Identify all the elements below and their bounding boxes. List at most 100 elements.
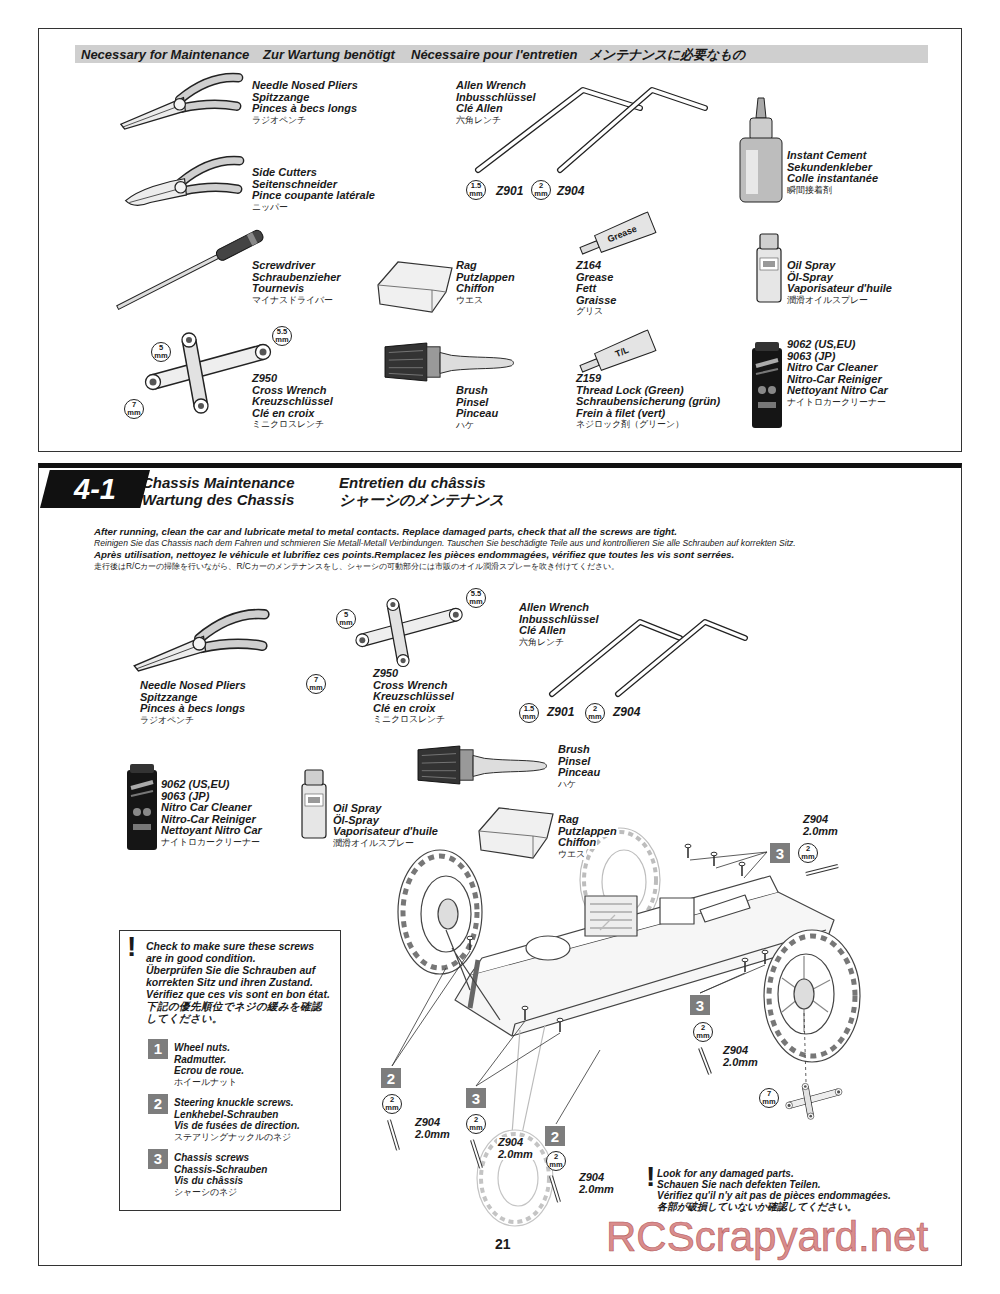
note-text: Look for any damaged parts. — [656, 1168, 795, 1179]
allen-bits — [472, 1140, 481, 1168]
node-text: Vis du châssis — [174, 1175, 332, 1187]
part-label: Needle Nosed Pliers — [139, 680, 247, 692]
tool-drawings — [247, 232, 258, 245]
tool-drawings — [385, 343, 513, 381]
part-label: 9063 (JP) — [160, 791, 210, 803]
part-label: Chiffon — [455, 283, 495, 295]
part-label: ラジオペンチ — [251, 115, 307, 127]
part-label: 2.0mm — [722, 1057, 759, 1069]
tool-drawings — [378, 262, 452, 312]
node-text: 下記の優先順位でネジの緩みを確認してください。 — [146, 1000, 332, 1024]
callout-number: 2 — [545, 1126, 565, 1146]
part-label: Clé Allen — [518, 625, 567, 637]
part-label: Seitenschneider — [251, 179, 338, 191]
part-label: Graisse — [575, 295, 617, 307]
part-code: Z904 — [612, 705, 641, 719]
part-label: Vaporisateur d'huile — [332, 826, 439, 838]
node-text: ホイールナット — [174, 1077, 332, 1089]
truck-illustration — [778, 954, 834, 1034]
tool-drawings — [580, 359, 599, 372]
truck-illustration — [398, 850, 482, 974]
part-label: グリス — [575, 306, 604, 318]
part-label: Putzlappen — [455, 272, 516, 284]
size-badge: 2 mm — [693, 1022, 713, 1042]
part-label: ミニクロスレンチ — [372, 714, 446, 726]
part-label: マイナスドライバー — [251, 295, 334, 307]
part-label: Pinceau — [557, 767, 601, 779]
part-label: Z904 — [802, 814, 829, 826]
part-label: Needle Nosed Pliers — [251, 80, 359, 92]
part-label: Putzlappen — [557, 826, 618, 838]
part-label: Thread Lock (Green) — [575, 385, 685, 397]
priority-number: 3 — [148, 1149, 168, 1169]
part-label: Spitzzange — [251, 92, 310, 104]
part-label: 2.0mm — [802, 826, 839, 838]
callout-number: 2 — [381, 1068, 401, 1088]
size-badge: 5.5 mm — [466, 588, 486, 608]
truck-illustration — [403, 856, 477, 968]
truck-illustration — [481, 1134, 549, 1222]
part-label: Pinces à becs longs — [139, 703, 246, 715]
part-label: Nitro-Car Reiniger — [786, 374, 883, 386]
allen-bits — [806, 866, 838, 874]
allen-bits — [389, 866, 838, 1202]
node-text: Steering knuckle screws. — [174, 1097, 332, 1109]
leader-lines — [690, 852, 767, 878]
leader-lines — [556, 1050, 600, 1124]
part-label: Z159 — [575, 373, 602, 385]
node-text: ステアリングナックルのネジ — [174, 1132, 332, 1144]
leader-lines — [476, 1021, 560, 1086]
tool-drawings — [121, 77, 239, 129]
part-label: Z164 — [575, 260, 602, 272]
note-text: Schauen Sie nach defekten Teilen. — [656, 1179, 822, 1190]
part-label: Vaporisateur d'huile — [786, 283, 893, 295]
node-text: Wheel nuts. — [174, 1042, 332, 1054]
node-text: Chassis Maintenance — [142, 474, 295, 491]
tool-drawings — [478, 90, 640, 170]
warning-mark: ! — [645, 1162, 656, 1192]
part-code: Z901 — [546, 705, 575, 719]
part-label: Z904 — [414, 1117, 441, 1129]
part-label: Z904 — [578, 1172, 605, 1184]
size-badge: 2 mm — [466, 1114, 486, 1134]
part-label: Clé en croix — [251, 408, 315, 420]
tool-drawings — [115, 229, 265, 313]
node-text: 1 — [148, 1039, 168, 1059]
part-label: 瞬間接着剤 — [786, 185, 833, 197]
truck-illustration — [398, 828, 860, 1226]
part-label: Cross Wrench — [372, 680, 448, 692]
truck-illustration — [585, 896, 637, 936]
part-label: Screwdriver — [251, 260, 316, 272]
tool-drawings — [594, 212, 656, 254]
truck-illustration — [477, 1130, 553, 1226]
part-label: Z904 — [497, 1137, 524, 1149]
part-label: ナイトロカークリーナー — [160, 837, 261, 849]
truck-illustration — [477, 1130, 553, 1226]
part-label: Tournevis — [251, 283, 305, 295]
size-badge: 7 mm — [306, 674, 326, 694]
truck-illustration — [512, 1025, 545, 1134]
screw-markers — [467, 936, 473, 950]
size-badge: 2 mm — [546, 1151, 566, 1171]
priority-number: 1 — [148, 1039, 168, 1059]
part-label: Nitro Car Cleaner — [786, 362, 878, 374]
truck-illustration — [769, 936, 855, 1056]
tool-drawings — [746, 150, 758, 194]
size-badge: 5.5 mm — [272, 326, 292, 346]
screw-markers — [739, 862, 745, 866]
instruction-text: 走行後はR/Cカーの掃除を行いながら、R/Cカーのメンテナンスをし、シャーシの可… — [93, 561, 620, 573]
node-text: Vis de fusées de direction. — [174, 1120, 332, 1132]
tool-drawings — [756, 98, 766, 118]
size-badge: 2 mm — [531, 180, 551, 200]
part-label: ニッパー — [251, 202, 289, 214]
header-band — [75, 45, 928, 63]
node-text: シャーシのメンテナンス — [339, 491, 504, 508]
part-label: Nitro-Car Reiniger — [160, 814, 257, 826]
part-label: ハケ — [557, 779, 577, 791]
part-label: 潤滑オイルスプレー — [332, 838, 415, 850]
truck-illustration — [438, 899, 458, 929]
size-badge: 7 mm — [759, 1088, 779, 1108]
header-band — [75, 45, 928, 63]
part-label: Oil Spray — [786, 260, 836, 272]
node-text: Necessary for Maintenance — [81, 47, 249, 62]
